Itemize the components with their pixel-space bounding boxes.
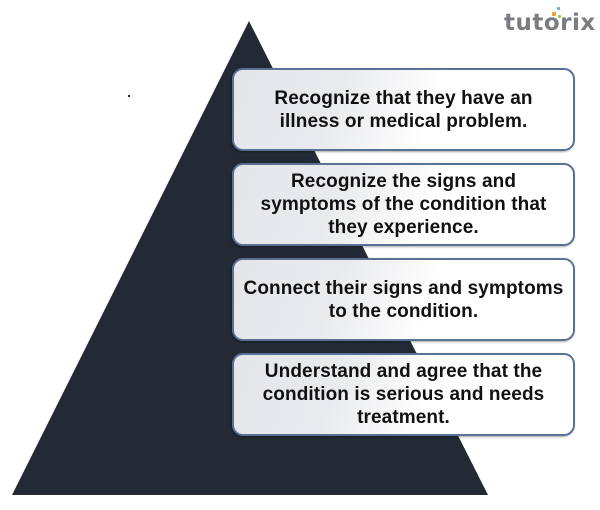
logo-dot-green: [558, 15, 561, 18]
step-text: Recognize that they have an illness or m…: [274, 87, 533, 132]
logo-dot-orange: [552, 12, 556, 16]
tutorix-logo: tutorix: [500, 4, 595, 38]
pyramid-step-2: Recognize the signs and symptoms of the …: [232, 163, 575, 246]
step-text: Connect their signs and symptoms to the …: [243, 277, 564, 322]
pyramid-step-4: Understand and agree that the condition …: [232, 353, 575, 436]
step-text: Understand and agree that the condition …: [262, 361, 545, 428]
step-text: Recognize the signs and symptoms of the …: [260, 171, 547, 238]
logo-dot-blue: [557, 7, 560, 10]
stray-dot: [128, 95, 130, 97]
pyramid-step-1: Recognize that they have an illness or m…: [232, 68, 575, 151]
logo-text: tutorix: [504, 10, 596, 36]
pyramid-step-3: Connect their signs and symptoms to the …: [232, 258, 575, 341]
